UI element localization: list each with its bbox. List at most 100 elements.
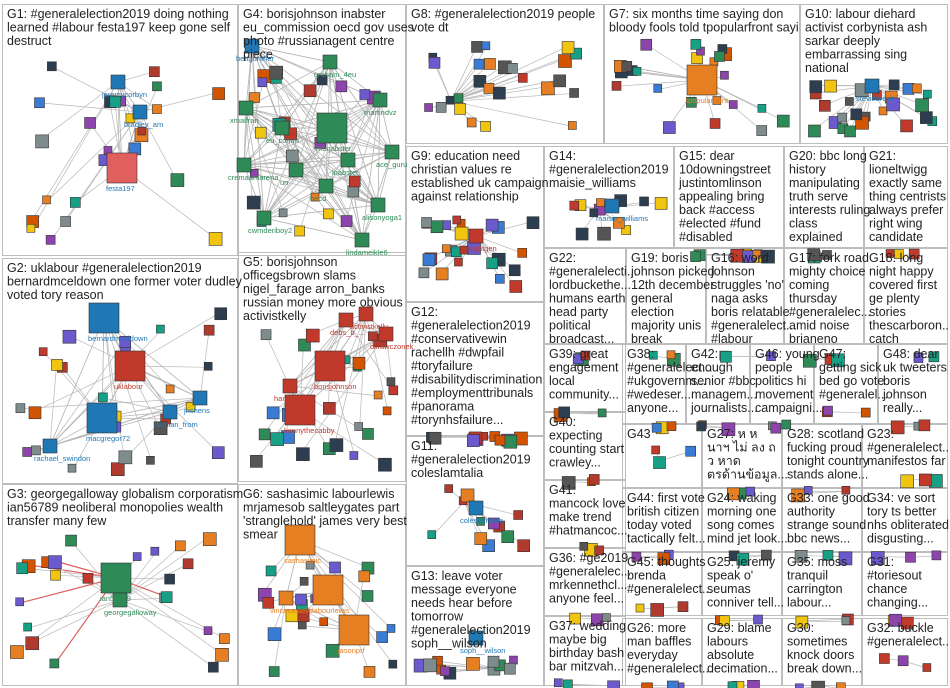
group-title-line: G26: more (627, 621, 686, 635)
group-title-line: mind jet look... (707, 532, 788, 546)
user-node (918, 473, 932, 487)
group-title-line: #generalelect... (627, 662, 712, 676)
group-title-line: right wing (869, 217, 923, 231)
edge (119, 597, 165, 601)
user-node (597, 408, 607, 418)
group-title-line: political (549, 319, 591, 333)
group-title-line: ตรด้านข้อมูล... (707, 468, 788, 483)
user-node (262, 597, 275, 609)
user-node-ian56789 (100, 562, 132, 594)
edge (359, 313, 367, 428)
group-title-line: activistkelly (243, 309, 307, 323)
user-node-graham-4eu (322, 54, 338, 70)
group-title-line: #ukgovernm... (627, 374, 706, 388)
group-title-line: head party (549, 305, 609, 319)
user-node (211, 446, 225, 459)
user-node (714, 51, 725, 62)
edge (379, 99, 393, 153)
group-title-line: thursday (789, 292, 838, 306)
user-node (466, 117, 477, 128)
edge (432, 501, 465, 536)
group-box-g10 (800, 4, 948, 144)
node-label: festa197 (106, 184, 135, 193)
group-box-g4 (238, 4, 406, 256)
user-node (156, 324, 165, 334)
edge (119, 599, 210, 632)
user-node (152, 104, 162, 114)
group-title-line: bloody fools told tpopularfront sayi (609, 21, 799, 35)
group-title-line: ian56789 neoliberal monopolies wealth (7, 501, 223, 515)
group-title-line: man baffles (627, 635, 691, 649)
node-label: macgregor72 (86, 434, 130, 443)
user-node (905, 551, 916, 563)
user-node (361, 590, 374, 602)
user-node (111, 462, 125, 477)
user-node-jasonprf (338, 614, 370, 646)
user-node (766, 351, 776, 361)
group-box-g6 (238, 484, 406, 686)
group-title-line: G43 (627, 427, 651, 441)
user-node (838, 551, 853, 566)
group-title-line: #generalelect... (867, 635, 950, 649)
user-node (285, 149, 299, 163)
group-box-g3 (2, 484, 238, 686)
user-node (60, 216, 71, 227)
group-title-line: #disabled (679, 230, 733, 244)
node-label: oecd (310, 194, 326, 203)
user-node (841, 616, 851, 625)
group-title-line: G13: leave voter (411, 569, 503, 583)
node-label: cwmderiboy2 (248, 226, 292, 235)
user-node (563, 679, 573, 688)
node-label: ckrawczonek (370, 342, 414, 351)
user-node-hann (282, 378, 298, 394)
user-node (494, 434, 506, 446)
user-node (132, 552, 142, 561)
user-node-alisonyoga1 (370, 197, 386, 213)
group-title-line: people (755, 361, 793, 375)
user-node (170, 173, 185, 187)
user-node (588, 474, 600, 485)
node-label: soph__wilson (460, 646, 505, 655)
user-node (808, 124, 821, 138)
user-node (65, 534, 77, 547)
user-node-oecd (318, 178, 334, 194)
user-node (727, 487, 740, 501)
edge (103, 397, 171, 413)
node-label: menabster (316, 144, 352, 153)
user-node (602, 613, 611, 622)
node-label: eu_comm (266, 136, 299, 145)
user-node (487, 655, 500, 668)
user-node (28, 406, 42, 420)
user-node-steviebrexit (864, 78, 880, 94)
user-node (254, 126, 267, 139)
user-node (352, 356, 366, 370)
user-node (822, 250, 832, 260)
group-title-line: G18: long (869, 251, 923, 265)
group-title-line: labours (707, 635, 748, 649)
node-label: bradley_am (124, 120, 163, 129)
group-title-line: senior #bbc (691, 374, 756, 388)
group-title-line: maybe big (549, 633, 607, 647)
user-node (802, 353, 817, 368)
edge (121, 167, 215, 238)
user-node (25, 636, 40, 651)
group-title-line: message everyone (411, 583, 517, 597)
user-node (323, 402, 336, 415)
group-title-line: tomorrow (411, 610, 464, 624)
group-title-line: #generalelection2019 (411, 623, 531, 637)
edge (724, 619, 759, 622)
edge (243, 159, 349, 166)
user-node (507, 62, 518, 74)
user-node-bettgunther (244, 38, 260, 54)
user-node (212, 87, 225, 100)
group-title-line: G22: (549, 251, 576, 265)
group-title-line: chance (867, 582, 907, 596)
user-node (428, 431, 442, 445)
